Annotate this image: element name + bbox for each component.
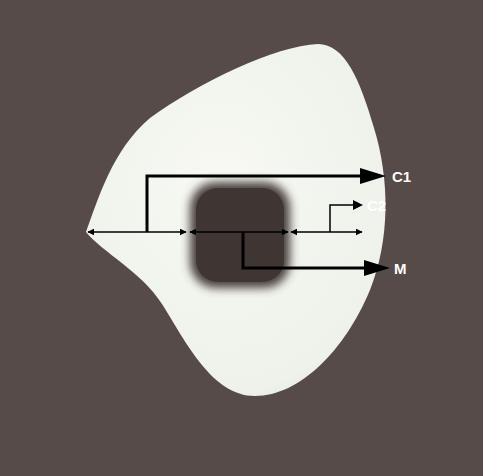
arrowhead	[353, 200, 363, 210]
leader-line	[147, 176, 362, 232]
dimension-arrow	[291, 231, 362, 233]
leader-line	[243, 232, 366, 268]
dimension-arrow	[190, 231, 288, 233]
dimension-arrow	[88, 231, 186, 233]
arrowhead	[360, 168, 386, 184]
canal-hole	[190, 182, 290, 288]
callout-label: C2	[367, 198, 386, 213]
callout-label: M	[394, 261, 407, 276]
arrowhead	[364, 260, 390, 276]
bone-section	[86, 44, 386, 396]
callout-label: C1	[392, 169, 411, 184]
leader-line	[330, 205, 355, 232]
